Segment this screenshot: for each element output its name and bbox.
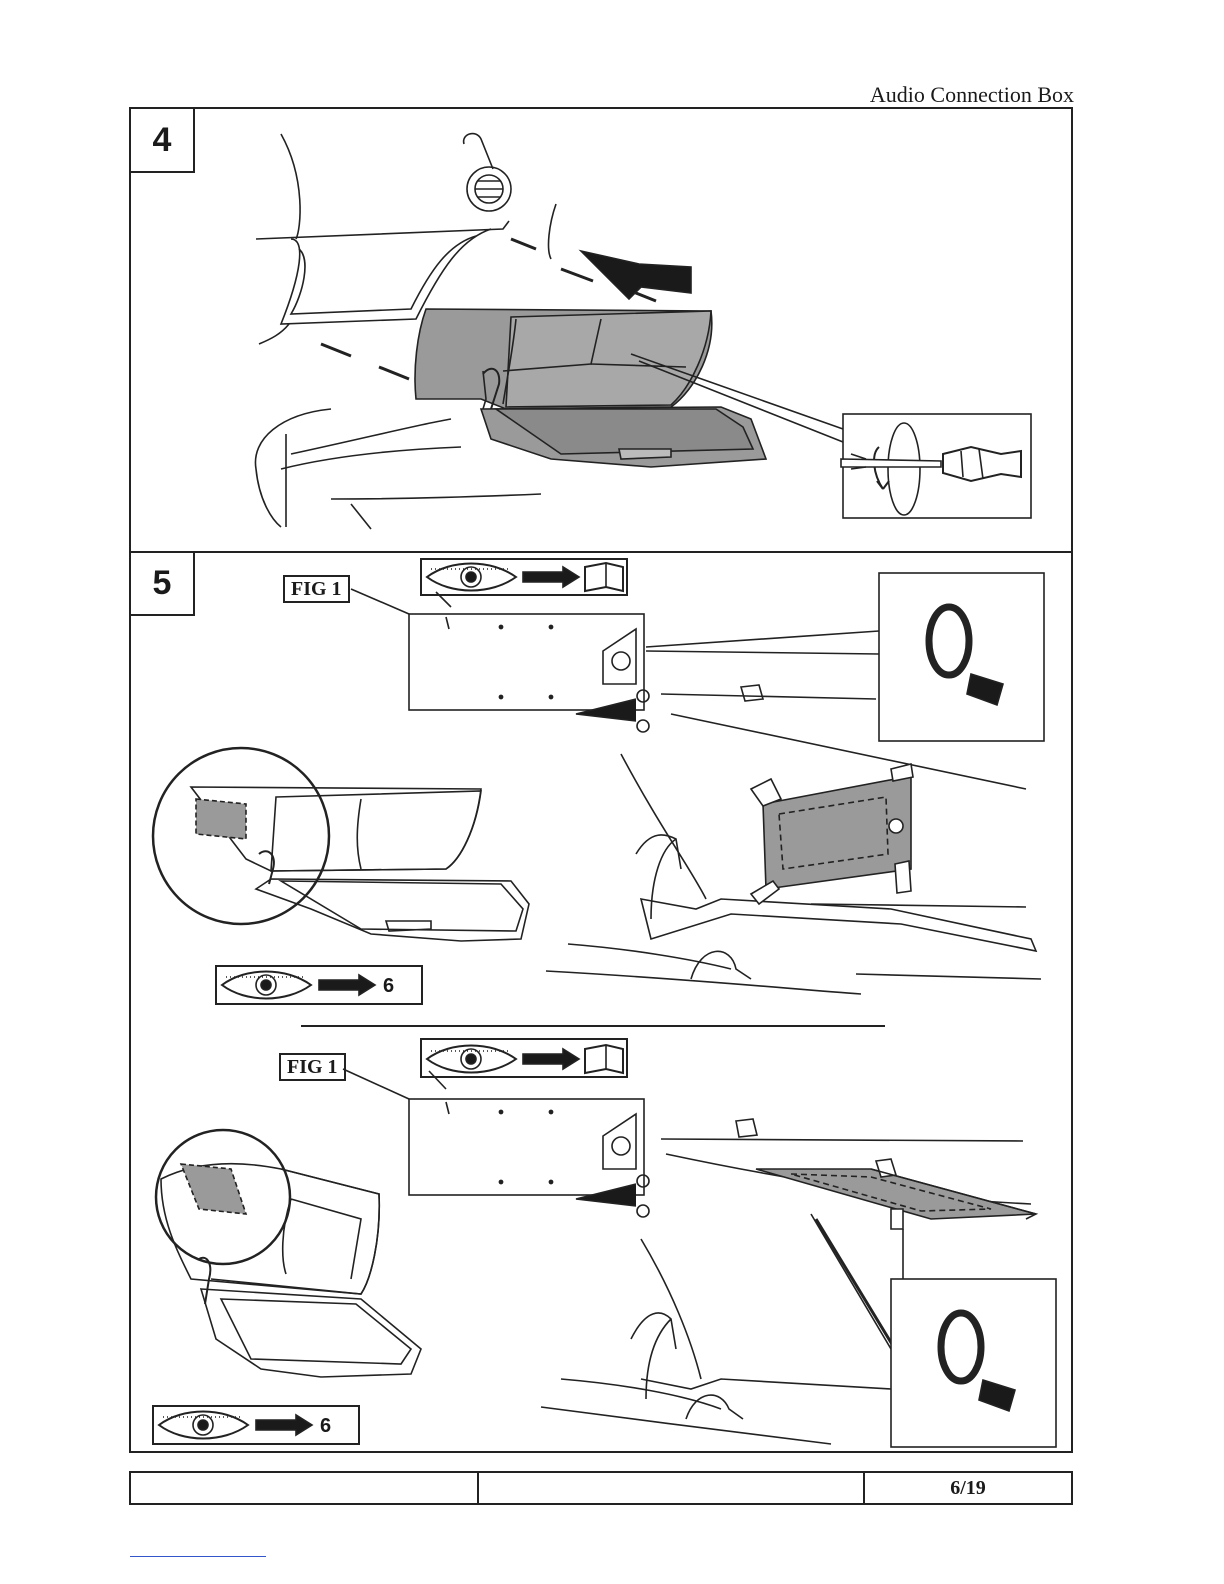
arrow-icon (256, 1415, 312, 1435)
fig1-template-top (351, 589, 644, 710)
fig1-template-bottom (343, 1069, 644, 1195)
tape-roll-icon (891, 1279, 1056, 1447)
arrow-icon (581, 251, 691, 299)
eye-icon (427, 564, 516, 591)
step5-top-glovebox (153, 748, 529, 941)
tape-roll-icon (879, 573, 1044, 741)
eye-icon (427, 1046, 516, 1073)
step4-glovebox (415, 309, 766, 467)
bottom-link-line (130, 1556, 266, 1557)
book-icon (585, 1045, 623, 1073)
page-number: 6/19 (865, 1473, 1071, 1503)
illustrations (131, 109, 1071, 1451)
step4-vent (464, 134, 511, 211)
book-icon (585, 563, 623, 591)
arrow-icon (523, 1049, 579, 1069)
step5-bottom-pointer (811, 1214, 903, 1359)
arrow-icon (523, 567, 579, 587)
instruction-frame: 4 5 FIG 1 FIG 1 6 6 (129, 107, 1073, 1453)
eye-icon (159, 1412, 248, 1439)
document-title: Audio Connection Box (870, 82, 1074, 108)
step5-bottom-template-applied (756, 1159, 1036, 1229)
step5-top-pointer (646, 631, 879, 654)
footer-cell-left (131, 1473, 479, 1503)
eye-icon (222, 972, 311, 999)
arrow-icon (319, 975, 375, 995)
step4-screwdriver-inset (841, 414, 1031, 518)
page-footer: 6/19 (129, 1471, 1073, 1505)
step5-bottom-glovebox (156, 1130, 421, 1377)
step5-top-template-applied (751, 764, 913, 904)
footer-cell-middle (479, 1473, 865, 1503)
